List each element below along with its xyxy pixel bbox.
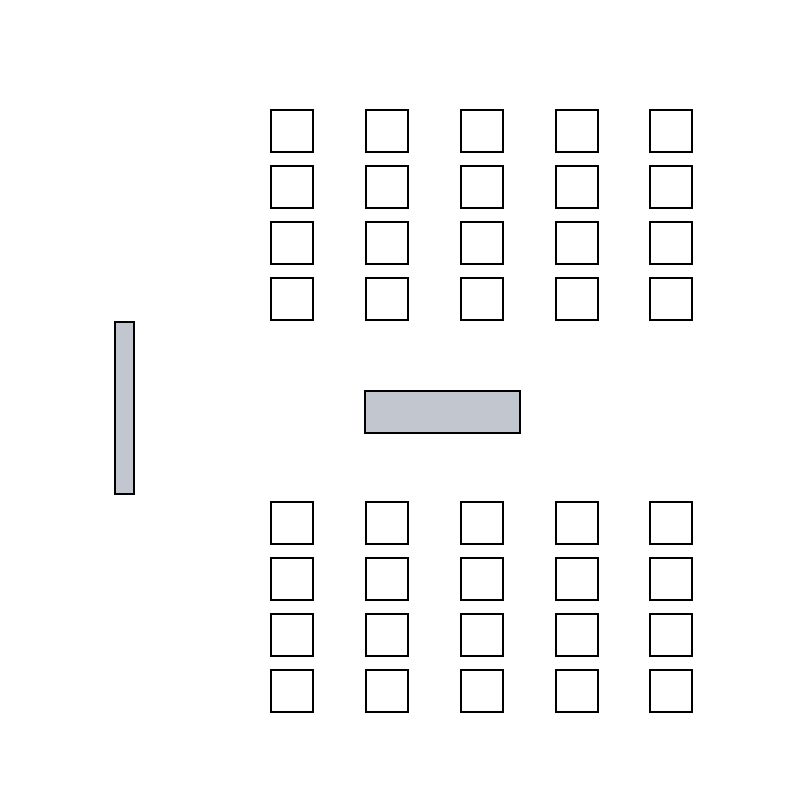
- seat-back-block-r3-c4: [555, 613, 599, 657]
- seat-back-block-r2-c5: [649, 557, 693, 601]
- seat-front-block-r4-c5: [649, 277, 693, 321]
- seat-front-block-r4-c2: [365, 277, 409, 321]
- seat-front-block-r3-c4: [555, 221, 599, 265]
- seat-back-block-r2-c2: [365, 557, 409, 601]
- seat-back-block-r2-c3: [460, 557, 504, 601]
- seat-back-block-r2-c1: [270, 557, 314, 601]
- seat-front-block-r2-c1: [270, 165, 314, 209]
- seat-back-block-r3-c2: [365, 613, 409, 657]
- seat-front-block-r3-c3: [460, 221, 504, 265]
- seat-front-block-r3-c2: [365, 221, 409, 265]
- seat-front-block-r3-c5: [649, 221, 693, 265]
- seat-back-block-r1-c2: [365, 501, 409, 545]
- seat-front-block-r1-c4: [555, 109, 599, 153]
- seat-back-block-r4-c3: [460, 669, 504, 713]
- seat-front-block-r4-c3: [460, 277, 504, 321]
- seat-back-block-r4-c5: [649, 669, 693, 713]
- seat-front-block-r1-c1: [270, 109, 314, 153]
- seat-back-block-r1-c4: [555, 501, 599, 545]
- seat-back-block-r1-c3: [460, 501, 504, 545]
- center-table: [364, 390, 521, 434]
- seat-back-block-r3-c1: [270, 613, 314, 657]
- seat-front-block-r4-c4: [555, 277, 599, 321]
- side-board: [114, 321, 135, 495]
- seat-back-block-r2-c4: [555, 557, 599, 601]
- seat-front-block-r4-c1: [270, 277, 314, 321]
- seat-back-block-r3-c3: [460, 613, 504, 657]
- seat-front-block-r3-c1: [270, 221, 314, 265]
- seat-back-block-r1-c1: [270, 501, 314, 545]
- seat-front-block-r2-c4: [555, 165, 599, 209]
- seat-front-block-r2-c3: [460, 165, 504, 209]
- seat-back-block-r4-c4: [555, 669, 599, 713]
- seat-front-block-r1-c5: [649, 109, 693, 153]
- seat-front-block-r1-c3: [460, 109, 504, 153]
- seat-front-block-r2-c2: [365, 165, 409, 209]
- seat-back-block-r1-c5: [649, 501, 693, 545]
- seat-front-block-r2-c5: [649, 165, 693, 209]
- seat-back-block-r4-c1: [270, 669, 314, 713]
- seat-back-block-r4-c2: [365, 669, 409, 713]
- seat-back-block-r3-c5: [649, 613, 693, 657]
- seat-front-block-r1-c2: [365, 109, 409, 153]
